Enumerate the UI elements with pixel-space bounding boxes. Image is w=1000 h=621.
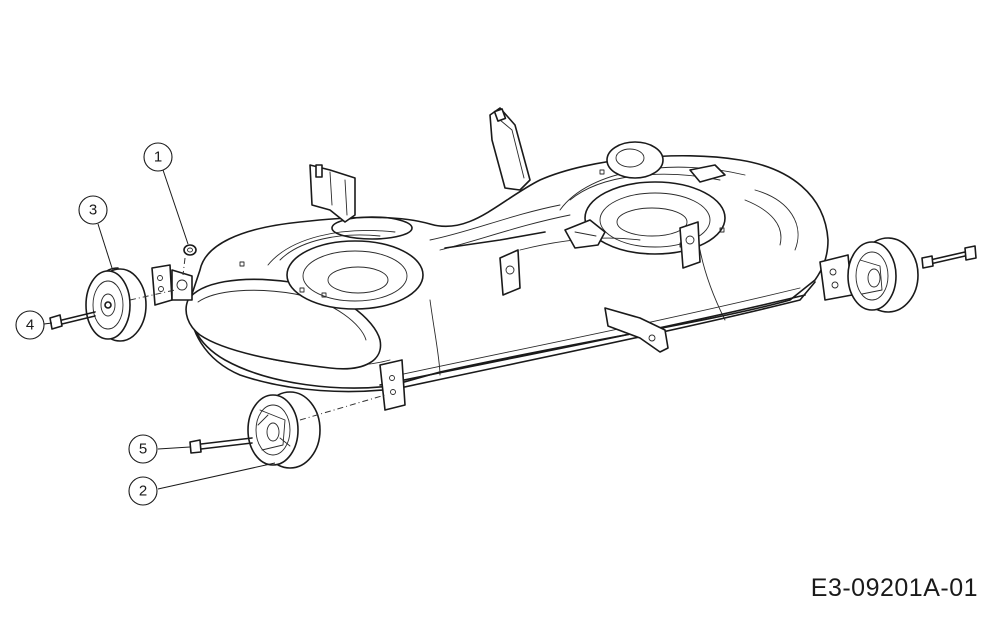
rear-cover-tab bbox=[689, 164, 726, 183]
callout-4-label: 4 bbox=[26, 317, 34, 334]
callout-4: 4 bbox=[15, 310, 53, 340]
callout-5: 5 bbox=[128, 434, 191, 464]
callout-1-label: 1 bbox=[154, 149, 162, 166]
nut-1 bbox=[183, 244, 197, 256]
left-upright-bracket bbox=[309, 164, 356, 223]
front-right-wheel-bracket bbox=[379, 359, 406, 411]
wheel-2-axis-line bbox=[299, 394, 386, 421]
wheel-2 bbox=[247, 391, 321, 469]
left-wheel-bracket bbox=[151, 264, 193, 306]
rear-bracket bbox=[489, 107, 531, 191]
bolt-4 bbox=[49, 311, 96, 330]
drawing-code-label: E3-09201A-01 bbox=[810, 574, 978, 602]
callout-1: 1 bbox=[143, 142, 189, 245]
callout-3: 3 bbox=[78, 195, 113, 269]
callout-2-label: 2 bbox=[139, 483, 147, 500]
rear-right-wheel bbox=[606, 141, 664, 179]
right-wheel-bracket bbox=[819, 254, 853, 301]
right-side-wheel bbox=[847, 237, 919, 313]
callout-3-label: 3 bbox=[89, 202, 97, 219]
wheel-3 bbox=[85, 267, 147, 342]
callout-5-label: 5 bbox=[139, 441, 147, 458]
nut-1-axis-line bbox=[182, 257, 186, 276]
front-hanger-bracket bbox=[604, 307, 669, 353]
idler-part bbox=[564, 219, 606, 249]
right-upright-bracket bbox=[679, 221, 701, 269]
center-bracket bbox=[499, 249, 521, 296]
right-wheel-bolt bbox=[921, 245, 977, 269]
bolt-5 bbox=[189, 437, 253, 454]
callout-2: 2 bbox=[128, 462, 276, 506]
